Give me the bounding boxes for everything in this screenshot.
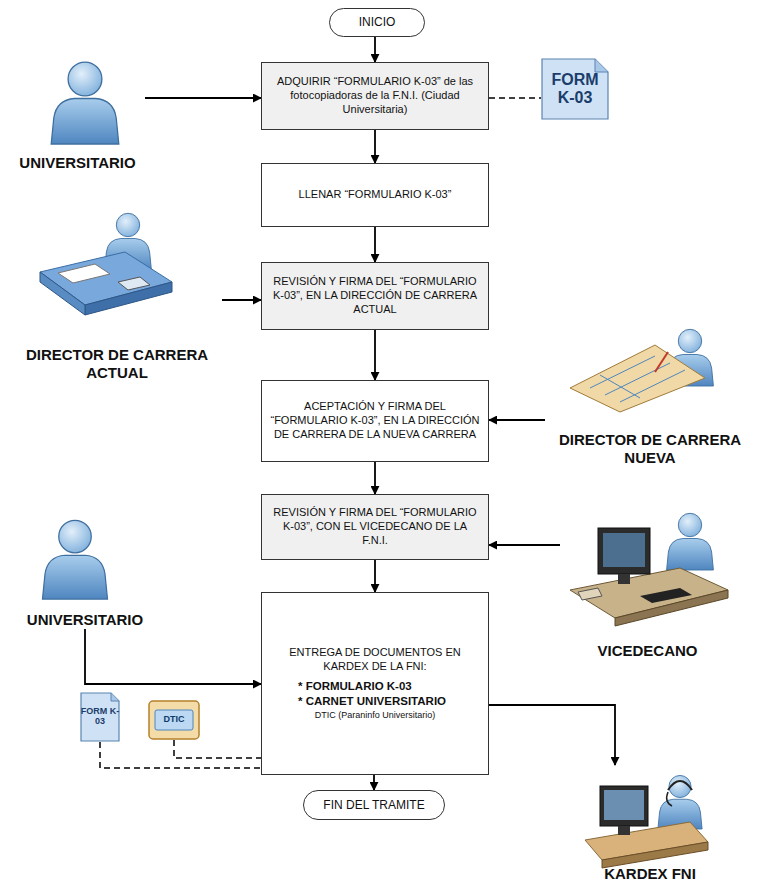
- actor-label: DIRECTOR DE CARRERA ACTUAL: [12, 346, 222, 382]
- terminal-box: INICIO: [329, 8, 425, 37]
- flow-arrow: [373, 775, 375, 790]
- person-figure: [667, 513, 714, 570]
- desk-figure: [40, 213, 172, 315]
- person-figure: [51, 62, 119, 144]
- flow-arrow: [374, 462, 376, 494]
- actor-figure: UNIVERSITARIO: [20, 517, 150, 629]
- headset: [668, 781, 692, 790]
- drawing-lines: [590, 356, 685, 402]
- node-text: ENTREGA DE DOCUMENTOS EN KARDEX DE LA FN…: [270, 646, 480, 674]
- headset-mic: [667, 792, 672, 806]
- person-figure: [658, 775, 702, 829]
- actor-figure: UNIVERSITARIO: [10, 50, 145, 172]
- dashed-connector: [174, 740, 261, 758]
- paper: [58, 264, 110, 283]
- flow-arrow: [374, 227, 376, 262]
- node-text: FORM K-03: [80, 707, 120, 727]
- document-icon: FORM K-03: [541, 58, 609, 120]
- actor-label: UNIVERSITARIO: [27, 611, 143, 629]
- office-figure: [570, 513, 728, 626]
- actor-label: DIRECTOR DE CARRERA NUEVA: [545, 431, 755, 467]
- document-outline: [542, 59, 608, 119]
- flow-arrow: [374, 560, 376, 592]
- node-text: DTIC (Paraninfo Universitario): [270, 710, 480, 721]
- actor-figure: DIRECTOR DE CARRERA ACTUAL: [12, 222, 222, 382]
- actor-figure: KARDEX FNI: [580, 765, 720, 883]
- node-text: REVISIÓN Y FIRMA DEL “FORMULARIO K-03”, …: [270, 506, 480, 547]
- kardex-figure: [585, 775, 708, 868]
- node-text: * FORMULARIO K-03: [270, 679, 480, 693]
- node-text: INICIO: [359, 15, 396, 30]
- node-text: * CARNET UNIVERSITARIO: [270, 694, 480, 708]
- node-text: ADQUIRIR “FORMULARIO K-03” de las fotoco…: [270, 75, 480, 116]
- process-box: LLENAR “FORMULARIO K-03”: [261, 163, 489, 227]
- actor-figure: VICEDECANO: [560, 505, 735, 660]
- document-icon: FORM K-03: [80, 692, 120, 742]
- actor-label: KARDEX FNI: [604, 865, 696, 883]
- flow-arrow: [374, 37, 376, 62]
- dashed-connector: [100, 742, 261, 768]
- dashed-connector: [489, 97, 541, 99]
- name-plate: [578, 588, 602, 600]
- drafting-figure: [570, 329, 713, 412]
- process-box: ENTREGA DE DOCUMENTOS EN KARDEX DE LA FN…: [261, 592, 489, 775]
- flow-arrow: [489, 705, 615, 765]
- card-icon: DTIC: [148, 700, 200, 740]
- process-box: REVISIÓN Y FIRMA DEL “FORMULARIO K-03”, …: [261, 494, 489, 560]
- process-box: ADQUIRIR “FORMULARIO K-03” de las fotoco…: [261, 62, 489, 130]
- terminal-box: FIN DEL TRAMITE: [303, 790, 445, 820]
- monitor-screen: [604, 790, 644, 820]
- monitor: [598, 528, 650, 574]
- person-figure: [43, 520, 108, 599]
- node-text: FORM K-03: [541, 71, 609, 106]
- node-text: LLENAR “FORMULARIO K-03”: [299, 188, 452, 202]
- monitor: [600, 786, 648, 826]
- flow-arrow: [374, 330, 376, 380]
- document-fold: [111, 693, 119, 701]
- flow-arrow: [374, 130, 376, 163]
- flow-arrow: [85, 629, 261, 684]
- pencil: [655, 352, 668, 372]
- node-text: DTIC: [164, 715, 185, 725]
- node-text: REVISIÓN Y FIRMA DEL “FORMULARIO K-03”, …: [270, 275, 480, 316]
- document-fold: [595, 59, 608, 72]
- node-text: ACEPTACIÓN Y FIRMA DEL “FORMULARIO K-03”…: [270, 400, 480, 441]
- node-text: FIN DEL TRAMITE: [323, 798, 424, 813]
- flow-arrow: [145, 97, 261, 99]
- card-badge: [155, 710, 193, 730]
- phone: [118, 277, 150, 290]
- monitor-stand: [618, 826, 630, 835]
- flow-arrow: [489, 419, 545, 421]
- process-box: ACEPTACIÓN Y FIRMA DEL “FORMULARIO K-03”…: [261, 380, 489, 462]
- actor-figure: DIRECTOR DE CARRERA NUEVA: [545, 325, 755, 467]
- actor-label: UNIVERSITARIO: [19, 154, 135, 172]
- monitor-screen: [603, 533, 645, 567]
- flow-arrow: [489, 544, 560, 546]
- process-box: REVISIÓN Y FIRMA DEL “FORMULARIO K-03”, …: [261, 262, 489, 330]
- keyboard: [640, 588, 692, 603]
- desk-front: [602, 842, 708, 868]
- flow-arrow: [222, 299, 261, 301]
- drafting-table: [570, 345, 705, 412]
- monitor-stand: [618, 574, 630, 584]
- document-outline: [81, 693, 119, 741]
- actor-label: VICEDECANO: [597, 642, 697, 660]
- card-outline: [149, 701, 199, 739]
